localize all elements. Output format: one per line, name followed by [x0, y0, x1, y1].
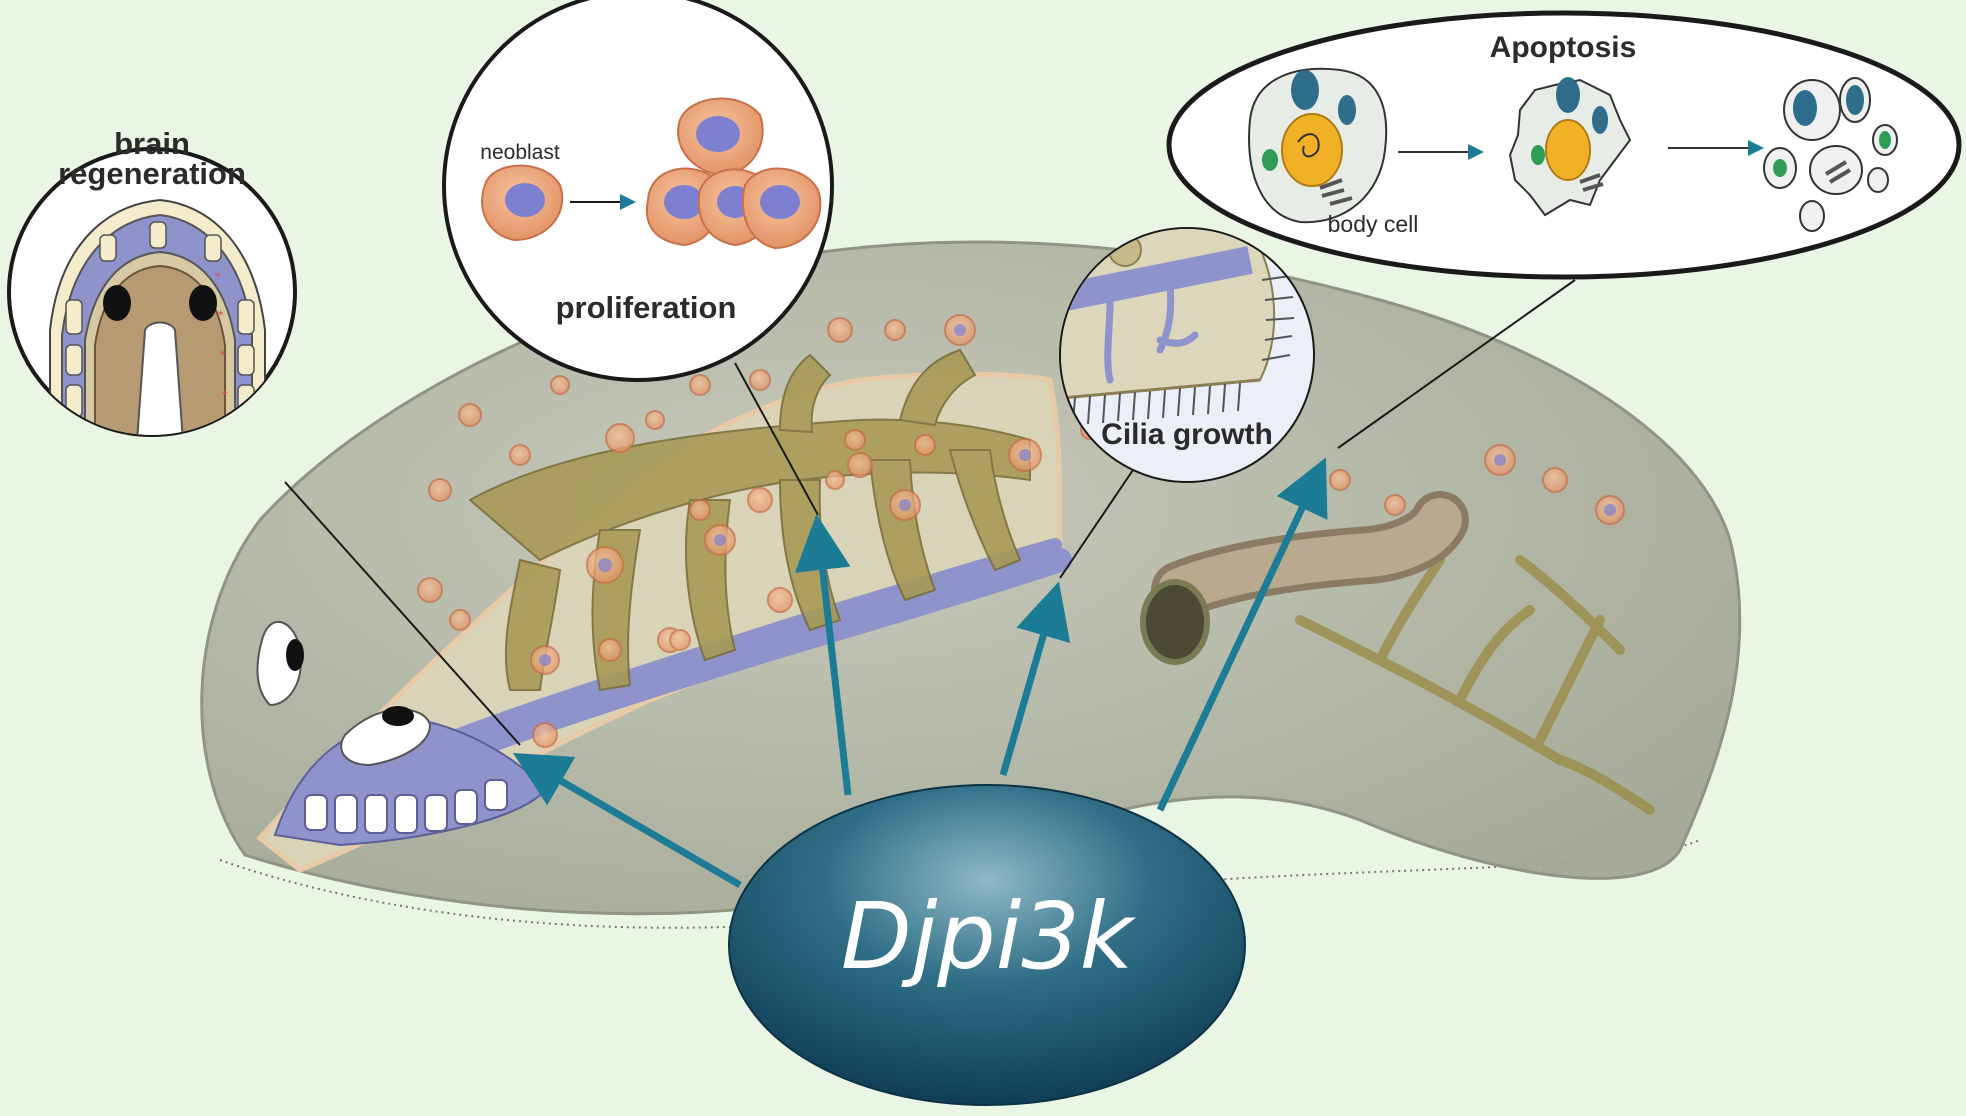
- cilia-growth-label: Cilia growth: [1101, 418, 1273, 451]
- pharynx: [1140, 491, 1469, 665]
- svg-text:*: *: [220, 347, 226, 363]
- planarian-body: [200, 240, 1742, 929]
- neoblast-single: [481, 164, 564, 242]
- djpi3k-gene-node: Djpi3k: [728, 784, 1246, 1106]
- proliferating-cells: [645, 97, 822, 250]
- callout-proliferation: neoblast proliferation: [442, 0, 834, 382]
- arrow-to-brain: [512, 752, 742, 889]
- callout-apoptosis: Apoptosis body cell: [1166, 10, 1962, 280]
- arrow-to-apoptosis: [1156, 457, 1328, 812]
- body-cell-blebbing: [1508, 77, 1632, 217]
- body-cell-healthy: [1248, 67, 1388, 224]
- eyespots: [256, 620, 432, 767]
- arrow-to-proliferation: [794, 514, 852, 796]
- proliferation-label: proliferation: [556, 290, 737, 325]
- arrow-to-cilia: [999, 581, 1071, 776]
- callout-brain-regeneration: * * * * brain regeneration: [7, 126, 297, 437]
- brain-label-line2: regeneration: [58, 156, 246, 191]
- brain-label-line1: brain: [114, 126, 190, 161]
- callout-lines: [284, 279, 1576, 746]
- gene-label: Djpi3k: [841, 883, 1137, 990]
- apoptosis-label: Apoptosis: [1490, 31, 1637, 64]
- svg-text:*: *: [215, 269, 221, 285]
- regulation-arrows: [512, 457, 1328, 889]
- neoblast-label: neoblast: [480, 141, 560, 164]
- apoptotic-bodies: [1763, 77, 1898, 232]
- svg-text:*: *: [222, 387, 228, 403]
- posterior-gut: [1295, 555, 1655, 815]
- callout-cilia-growth: Cilia growth: [1059, 227, 1315, 483]
- svg-text:*: *: [218, 307, 224, 323]
- body-cell-label: body cell: [1328, 211, 1419, 237]
